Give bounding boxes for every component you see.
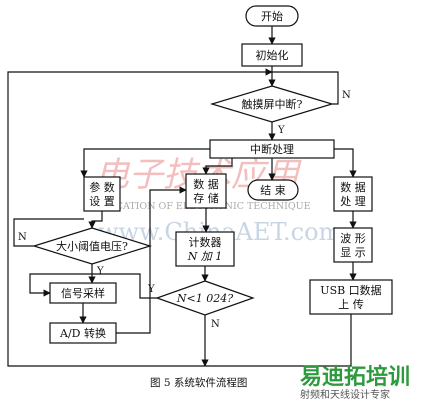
edge-isr-proc [334,148,357,178]
node-threshold-decision: 大小阈值电压? [31,227,153,265]
label-touch-yes: Y [277,125,285,136]
node-proc-label-1: 数 据 [340,180,366,194]
node-usb-label-2: 上 传 [338,298,364,311]
node-end-label: 结 束 [260,184,286,197]
edge-isr-store [202,158,233,175]
edge-isr-param [80,148,210,178]
label-touch-no: N [342,90,351,101]
edge-usb-back [7,68,352,367]
node-interrupt: 中断处理 [209,139,335,159]
edge-adc-store [116,186,187,334]
node-touch-label: 触摸屏中断? [242,97,303,111]
training-badge: 易迪拓培训 射频和天线设计专家 [300,364,410,401]
node-sample: 信号采样 [49,282,117,304]
node-sample-label: 信号采样 [61,286,105,300]
node-wave-label-2: 显 示 [340,246,366,259]
edges [7,26,357,367]
edge-check-yes [29,273,157,299]
node-check-decision: N<1 024? [155,280,255,316]
node-proc-label-2: 处 理 [340,195,366,208]
label-threshold-yes: Y [96,266,104,277]
node-counter: 计数器 N 加 1 [175,231,235,267]
node-touch-decision: 触摸屏中断? [209,85,335,123]
figure-caption: 图 5 系统软件流程图 [150,376,247,389]
label-check-yes: Y [147,284,155,295]
node-param-label-2: 设 置 [89,195,115,208]
edge-touch-no [272,71,339,105]
node-init-label: 初始化 [256,48,289,62]
edge-param-threshold [88,211,103,229]
node-usb-label-1: USB 口数据 [320,283,381,297]
node-counter-label-2: N 加 1 [187,250,223,263]
node-adc: A/D 转换 [49,322,117,344]
node-interrupt-label: 中断处理 [250,142,294,156]
node-start-label: 开始 [261,9,283,23]
node-store-label-1: 数 据 [193,177,219,191]
node-param-label-1: 参 数 [89,180,115,194]
node-param: 参 数 设 置 [83,176,121,212]
node-threshold-label: 大小阈值电压? [56,239,128,253]
node-store-label-2: 存 储 [193,191,219,205]
node-store: 数 据 存 储 [185,173,227,209]
label-check-no: N [211,319,220,330]
edge-threshold-no [13,218,84,247]
node-wave: 波 形 显 示 [333,227,373,263]
node-wave-label-1: 波 形 [340,232,366,245]
node-adc-label: A/D 转换 [59,326,106,340]
node-init: 初始化 [241,43,303,67]
badge-subtitle: 射频和天线设计专家 [300,388,390,401]
node-proc: 数 据 处 理 [333,176,373,212]
label-threshold-no: N [18,232,27,243]
node-counter-label-1: 计数器 [189,236,222,249]
node-end: 结 束 [247,179,299,201]
badge-title: 易迪拓培训 [300,364,410,390]
node-usb: USB 口数据 上 传 [309,279,393,315]
node-check-label: N<1 024? [176,292,233,305]
node-start: 开始 [245,5,299,27]
